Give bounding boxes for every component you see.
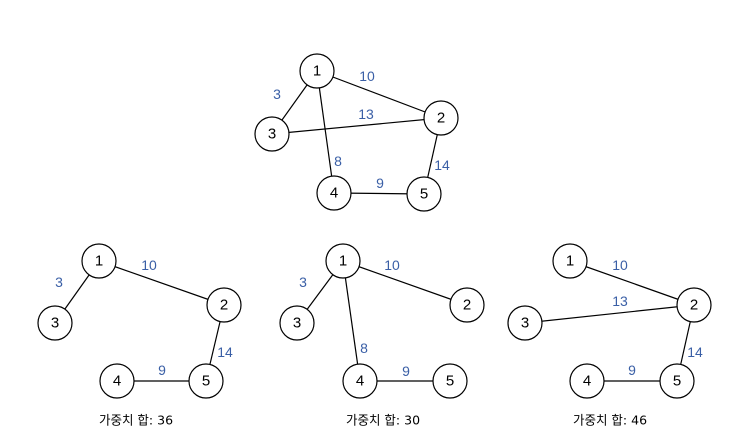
node-label: 4 [583, 373, 591, 390]
edge-weight-label: 10 [359, 68, 375, 84]
edge-3-2 [271, 117, 442, 135]
node-circle-2 [676, 287, 712, 323]
edge-1-2 [569, 260, 695, 306]
edge-weight-label: 13 [612, 293, 628, 309]
edge-weight-label: 8 [334, 153, 342, 169]
node-circle-3 [279, 305, 315, 341]
node-label: 2 [220, 297, 228, 314]
node-circle-4 [316, 175, 352, 211]
node-circle-3 [37, 305, 73, 341]
node-circle-3 [507, 305, 543, 341]
edge-weight-label: 9 [628, 362, 636, 378]
edge-weight-label: 13 [358, 106, 374, 122]
edge-weight-label: 3 [55, 274, 63, 290]
node-circle-1 [325, 243, 361, 279]
node-circle-1 [81, 243, 117, 279]
edge-weight-label: 10 [612, 257, 628, 273]
node-circle-4 [569, 363, 605, 399]
node-label: 2 [463, 297, 471, 314]
node-circle-5 [432, 363, 468, 399]
edge-weight-label: 9 [158, 362, 166, 378]
weight-sum-caption: 가중치 합: 46 [573, 413, 647, 428]
node-label: 1 [313, 63, 321, 80]
edge-weight-label: 3 [299, 274, 307, 290]
edge-1-2 [316, 70, 442, 119]
edge-1-4 [316, 70, 335, 194]
weight-sum-caption: 가중치 합: 30 [346, 413, 420, 428]
node-label: 5 [202, 373, 210, 390]
node-circle-5 [406, 176, 442, 212]
edge-weight-label: 14 [217, 344, 233, 360]
node-label: 2 [437, 110, 445, 127]
weight-sum-caption: 가중치 합: 36 [99, 413, 173, 428]
node-circle-2 [206, 287, 242, 323]
graph-tree-b: 3 10 8 9 1 2 3 4 5 가중치 합: 30 [279, 243, 485, 428]
node-circle-1 [552, 243, 588, 279]
node-label: 4 [113, 373, 121, 390]
node-circle-4 [342, 363, 378, 399]
node-circle-3 [254, 116, 290, 152]
node-label: 3 [293, 315, 301, 332]
node-circle-5 [188, 363, 224, 399]
node-circle-1 [299, 53, 335, 89]
node-label: 1 [95, 253, 103, 270]
edge-1-4 [342, 260, 361, 382]
graph-original: 3 10 13 8 14 9 1 2 3 4 5 [254, 53, 459, 212]
edge-weight-label: 10 [384, 257, 400, 273]
edge-weight-label: 14 [434, 157, 450, 173]
node-label: 3 [521, 315, 529, 332]
node-label: 5 [420, 186, 428, 203]
node-label: 1 [339, 253, 347, 270]
edge-1-2 [98, 260, 225, 306]
node-label: 3 [51, 315, 59, 332]
node-circle-2 [423, 100, 459, 136]
edge-3-2 [524, 304, 695, 324]
node-label: 2 [690, 297, 698, 314]
node-label: 5 [446, 373, 454, 390]
edge-weight-label: 10 [141, 257, 157, 273]
node-circle-2 [449, 287, 485, 323]
edge-weight-label: 3 [273, 86, 281, 102]
edge-weight-label: 14 [687, 344, 703, 360]
node-label: 1 [566, 253, 574, 270]
edge-weight-label: 8 [360, 340, 368, 356]
node-label: 4 [330, 185, 338, 202]
node-label: 3 [268, 126, 276, 143]
node-circle-5 [659, 363, 695, 399]
node-label: 5 [673, 373, 681, 390]
edge-weight-label: 9 [376, 175, 384, 191]
node-label: 4 [356, 373, 364, 390]
graph-tree-c: 10 13 14 9 1 2 3 4 5 가중치 합: 46 [507, 243, 712, 428]
edge-1-2 [342, 260, 468, 306]
graph-tree-a: 3 10 14 9 1 2 3 4 5 가중치 합: 36 [37, 243, 242, 428]
node-circle-4 [99, 363, 135, 399]
edge-weight-label: 9 [402, 363, 410, 379]
